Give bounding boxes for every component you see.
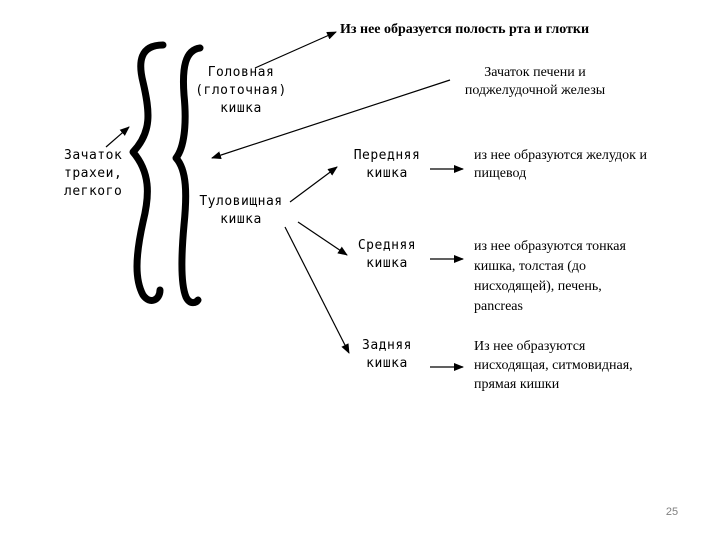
midgut-fate-line-2: кишка, толстая (до	[474, 257, 714, 277]
arrow-trunk-to-mid	[298, 222, 347, 255]
trunk-gut-label: Туловищная кишка	[188, 193, 294, 229]
hindgut-fate: Из нее образуются нисходящая, ситмовидна…	[474, 337, 714, 394]
foregut-fate: из нее образуются желудок и пищевод	[474, 147, 714, 183]
head-gut-line-1: Головная	[188, 64, 294, 82]
midgut-fate-line-1: из нее образуются тонкая	[474, 237, 714, 257]
hindgut-line-2: кишка	[345, 355, 429, 373]
arrow-trunk-to-hind	[285, 227, 349, 353]
trachea-line-1: Зачаток	[64, 147, 122, 165]
trachea-rudiment-label: Зачаток трахеи, легкого	[64, 147, 122, 201]
midgut-fate-line-4: pancreas	[474, 297, 714, 317]
hindgut-fate-line-3: прямая кишки	[474, 375, 714, 394]
trunk-gut-line-1: Туловищная	[188, 193, 294, 211]
arrow-head-to-mouth	[255, 32, 336, 68]
outer-brace-icon	[133, 45, 163, 300]
trachea-line-3: легкого	[64, 183, 122, 201]
arrow-trachea-up	[106, 127, 129, 147]
trachea-line-2: трахеи,	[64, 165, 122, 183]
foregut-line-1: Передняя	[345, 147, 429, 165]
foregut-fate-line-2: пищевод	[474, 165, 714, 183]
midgut-line-1: Средняя	[345, 237, 429, 255]
arrow-trunk-to-fore	[290, 167, 337, 202]
mouth-title: Из нее образуется полость рта и глотки	[340, 21, 589, 39]
hindgut-fate-line-1: Из нее образуются	[474, 337, 714, 356]
foregut-line-2: кишка	[345, 165, 429, 183]
head-gut-label: Головная (глоточная) кишка	[188, 64, 294, 118]
midgut-fate-line-3: нисходящей), печень,	[474, 277, 714, 297]
foregut-fate-line-1: из нее образуются желудок и	[474, 147, 714, 165]
midgut-fate: из нее образуются тонкая кишка, толстая …	[474, 237, 714, 317]
hindgut-fate-line-2: нисходящая, ситмовидная,	[474, 356, 714, 375]
page-number: 25	[652, 506, 692, 518]
trunk-gut-line-2: кишка	[188, 211, 294, 229]
foregut-label: Передняя кишка	[345, 147, 429, 183]
liver-rudiment-label: Зачаток печени и поджелудочной железы	[435, 64, 635, 100]
liver-rudiment-line-2: поджелудочной железы	[435, 82, 635, 100]
midgut-label: Средняя кишка	[345, 237, 429, 273]
head-gut-line-2: (глоточная)	[188, 82, 294, 100]
midgut-line-2: кишка	[345, 255, 429, 273]
hindgut-label: Задняя кишка	[345, 337, 429, 373]
liver-rudiment-line-1: Зачаток печени и	[435, 64, 635, 82]
hindgut-line-1: Задняя	[345, 337, 429, 355]
head-gut-line-3: кишка	[188, 100, 294, 118]
